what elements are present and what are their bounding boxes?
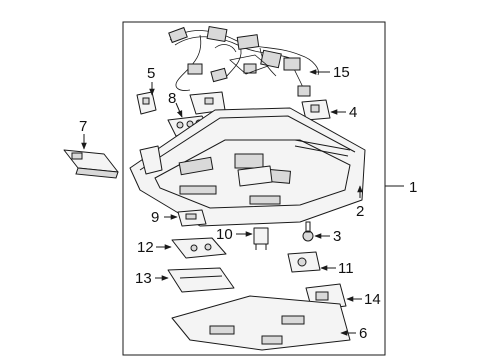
lamp-part-9	[177, 209, 207, 227]
callout-9: 9	[151, 209, 159, 226]
callout-3: 3	[333, 228, 341, 245]
callout-5: 5	[147, 65, 155, 82]
light-assembly-part-12	[171, 237, 227, 259]
bezel-part-6	[171, 295, 351, 351]
callout-11: 11	[338, 260, 354, 277]
callout-2: 2	[356, 203, 364, 220]
callout-14: 14	[364, 291, 381, 308]
clip-part-4	[301, 99, 331, 121]
screw-part-3	[302, 221, 314, 242]
bulb-part-10	[253, 227, 269, 250]
callout-8-leader	[175, 102, 183, 118]
callout-10: 10	[216, 226, 233, 243]
callout-12: 12	[137, 239, 154, 256]
callout-8: 8	[168, 90, 176, 107]
callout-6: 6	[359, 325, 367, 342]
callout-13: 13	[135, 270, 152, 287]
module-part-7	[63, 149, 119, 179]
callout-15: 15	[333, 64, 350, 81]
wiring-harness-part-15	[168, 25, 319, 97]
callout-4: 4	[349, 104, 357, 121]
callout-7: 7	[79, 118, 87, 135]
console-housing-part-2	[129, 107, 366, 227]
sensor-part-11	[287, 251, 321, 273]
lens-part-13	[167, 267, 235, 293]
assembly-frame	[122, 21, 386, 356]
callout-1: 1	[409, 179, 417, 196]
bracket-part-5	[136, 91, 157, 115]
